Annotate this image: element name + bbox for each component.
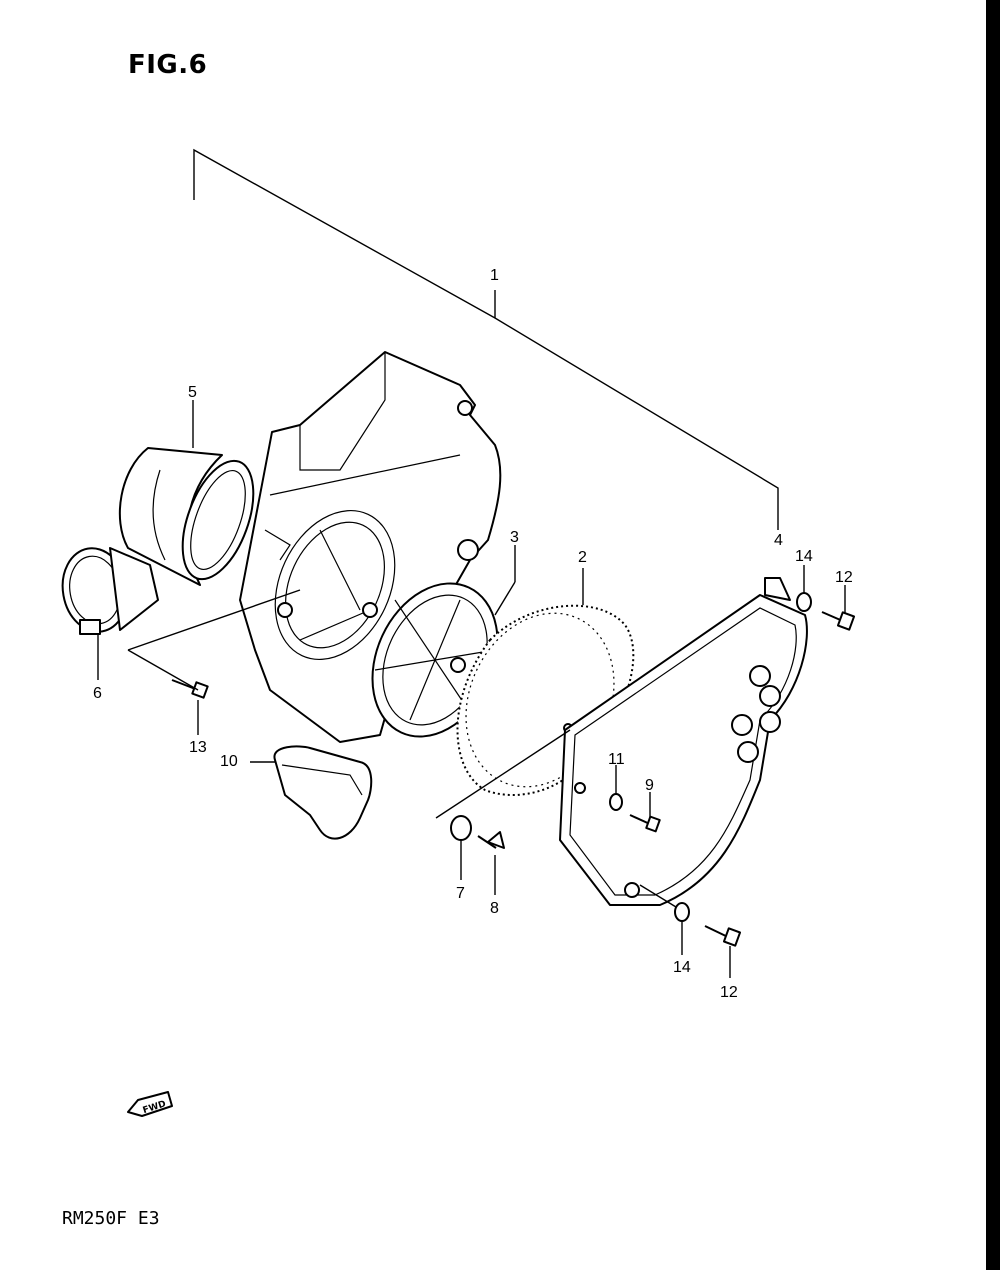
callout-14-upper: 14	[795, 548, 813, 565]
part-13-bolt	[127, 589, 301, 735]
callout-10: 10	[220, 753, 238, 770]
model-code: RM250F E3	[62, 1208, 160, 1229]
callout-8: 8	[490, 900, 499, 917]
callout-4: 4	[774, 532, 783, 549]
callout-13: 13	[189, 739, 207, 756]
part-6-hose-clamp	[61, 547, 159, 680]
callout-12-upper: 12	[835, 569, 853, 586]
part-7-grommet	[435, 729, 571, 880]
part-12-bolt-lower	[704, 925, 742, 978]
part-5-intake-boot	[118, 400, 255, 586]
callout-7: 7	[456, 885, 465, 902]
air-box-housing	[239, 351, 502, 743]
callout-12-lower: 12	[720, 984, 738, 1001]
part-14-washer-upper	[796, 565, 812, 612]
part-4-side-cover	[559, 577, 808, 906]
callout-2: 2	[578, 549, 587, 566]
fwd-arrow-icon: FWD	[127, 1091, 173, 1117]
callout-6: 6	[93, 685, 102, 702]
page-edge-bar	[986, 0, 1000, 1270]
part-14-washer-lower	[639, 884, 690, 955]
callout-9: 9	[645, 777, 654, 794]
callout-labels: 1 2 3 4 5 6 7 8 9 10 11 12 12 13 14 14	[93, 267, 853, 1001]
part-10-drain-boot	[250, 745, 373, 840]
callout-1: 1	[490, 267, 499, 284]
part-12-bolt-upper	[821, 585, 856, 631]
figure-title: FIG.6	[128, 50, 208, 80]
callout-5: 5	[188, 384, 197, 401]
part-8-wing-nut	[477, 831, 505, 895]
part-9-screw	[629, 792, 661, 833]
callout-11: 11	[608, 751, 625, 768]
callout-14-lower: 14	[673, 959, 691, 976]
assembly-bracket-1	[193, 148, 779, 530]
callout-3: 3	[510, 529, 519, 546]
part-11-washer	[609, 765, 623, 811]
